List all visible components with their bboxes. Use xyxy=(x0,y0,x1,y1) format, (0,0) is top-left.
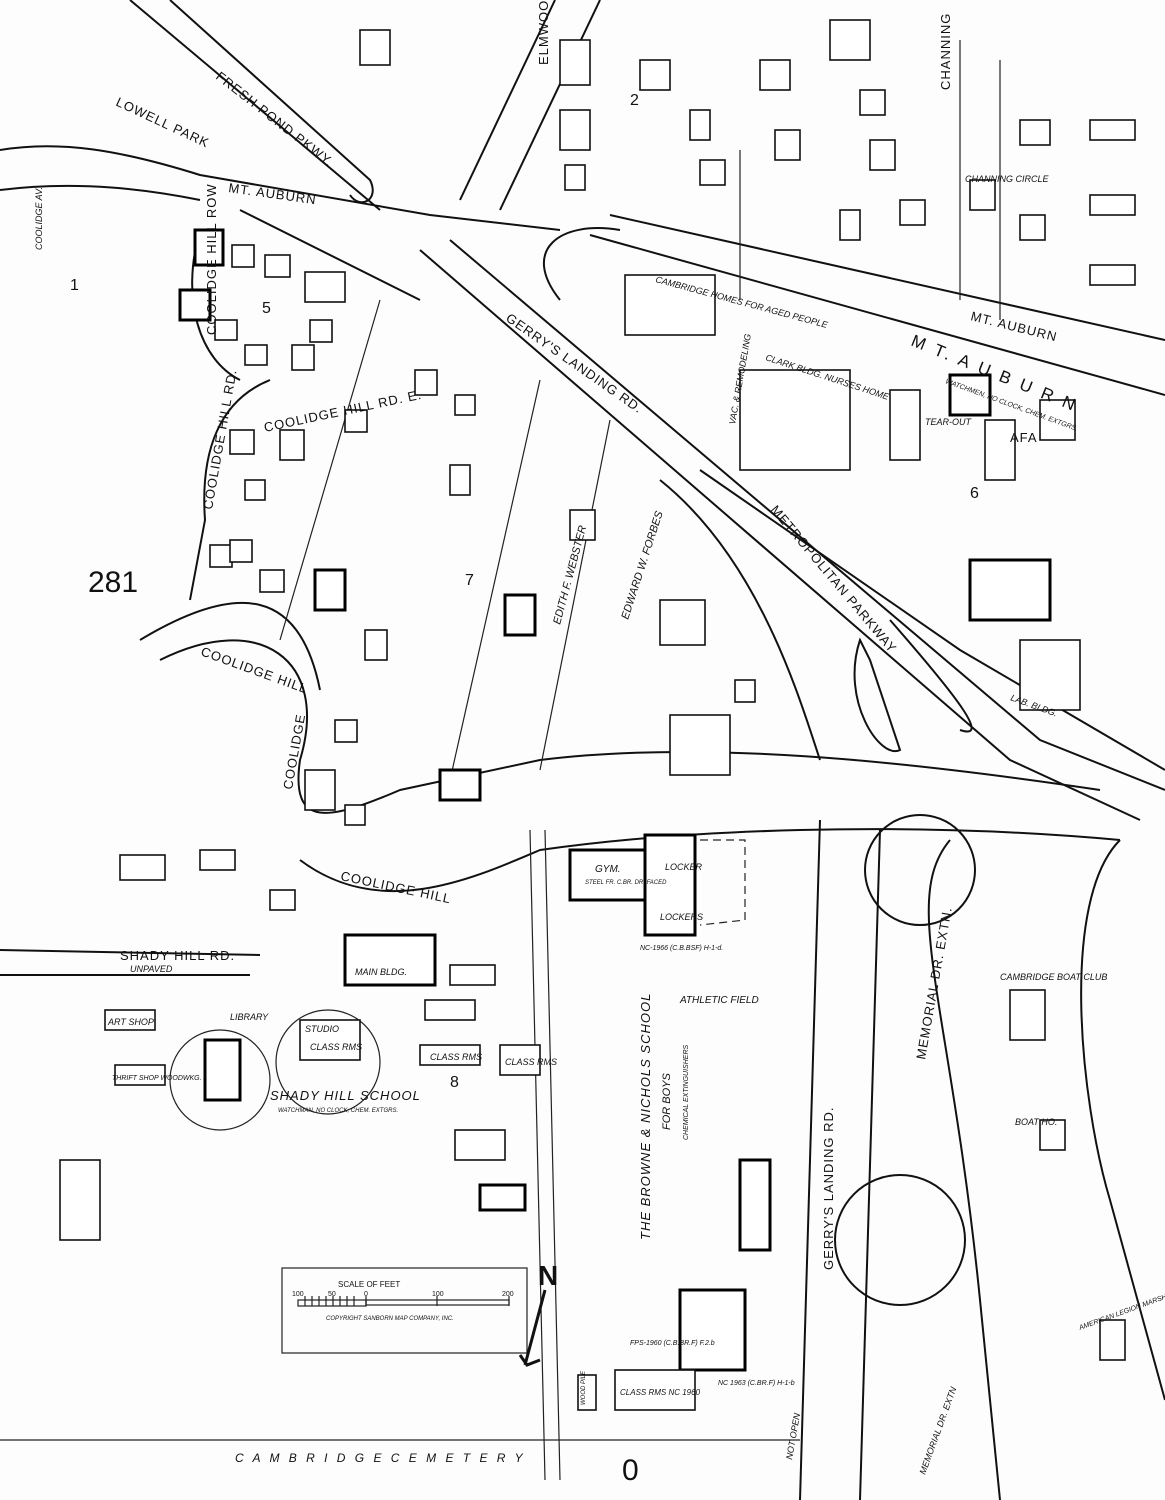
label-athletic: ATHLETIC FIELD xyxy=(679,995,759,1006)
label-gym-note: STEEL FR. C.BR. DR. FACED xyxy=(585,880,667,886)
label-mt-auburn-w: MT. AUBURN xyxy=(228,180,318,207)
label-browne-nichols: THE BROWNE & NICHOLS SCHOOL xyxy=(638,993,653,1240)
copyright: COPYRIGHT SANBORN MAP COMPANY, INC. xyxy=(326,1316,454,1322)
block-number: 8 xyxy=(450,1074,459,1091)
block-number: 6 xyxy=(970,485,979,502)
label-forbes: EDWARD W. FORBES xyxy=(619,509,666,621)
block-number: 0 xyxy=(622,1454,639,1487)
label-art-shop: ART SHOP xyxy=(107,1017,154,1027)
label-boat-club: CAMBRIDGE BOAT CLUB xyxy=(1000,972,1107,982)
label-elmwood: ELMWOOD xyxy=(536,0,551,65)
label-tearout: TEAR-OUT xyxy=(925,417,973,427)
label-studio: STUDIO xyxy=(305,1024,339,1034)
sheet-number: 281 xyxy=(88,566,138,599)
scale-tick: 0 xyxy=(364,1291,368,1298)
label-library: LIBRARY xyxy=(230,1012,269,1022)
scale-title: SCALE OF FEET xyxy=(338,1280,400,1289)
label-boat-ho: BOAT HO. xyxy=(1015,1117,1057,1127)
scale-tick: 100 xyxy=(432,1291,444,1298)
label-shady-hill-school: SHADY HILL SCHOOL xyxy=(270,1088,421,1103)
label-gerrys-landing-s: GERRY'S LANDING RD. xyxy=(821,1106,836,1270)
label-channing-circle: CHANNING CIRCLE xyxy=(965,174,1050,184)
label-cemetery: C A M B R I D G E C E M E T E R Y xyxy=(235,1451,526,1465)
label-shady-hill-rd: SHADY HILL RD. xyxy=(120,948,235,963)
label-afa: AFA xyxy=(1010,430,1038,445)
scale-tick: 50 xyxy=(328,1291,336,1298)
label-class-rms-nc: CLASS RMS NC 1960 xyxy=(620,1388,701,1397)
block-numbers: 2 5 6 7 8 1 0 281 xyxy=(70,92,979,1487)
scale-tick: 100 xyxy=(292,1291,304,1298)
label-coolidge: COOLIDGE xyxy=(280,712,308,790)
svg-text:N: N xyxy=(538,1260,558,1291)
label-nc1963: NC 1963 (C.BR.F) H-1-b xyxy=(718,1380,795,1387)
label-unpaved: UNPAVED xyxy=(130,964,173,974)
label-fresh-pond: FRESH POND PKWY. xyxy=(213,69,337,170)
label-memorial-dr-s: MEMORIAL DR. EXTN xyxy=(917,1385,958,1476)
label-metropolitan: METROPOLITAN PARKWAY xyxy=(768,502,900,656)
label-class-rms-3: CLASS RMS xyxy=(505,1057,557,1067)
label-coolidge-av: COOLIDGE AV. xyxy=(34,187,44,250)
label-main-bldg: MAIN BLDG. xyxy=(355,967,407,977)
label-coolidge-hill-row: COOLIDGE HILL ROW xyxy=(204,183,219,335)
block-number: 2 xyxy=(630,92,639,109)
label-not-open: NOT OPEN xyxy=(784,1412,802,1461)
label-locker: LOCKER xyxy=(665,862,703,872)
label-class-rms-2: CLASS RMS xyxy=(430,1052,482,1062)
label-class-rms: CLASS RMS xyxy=(310,1042,362,1052)
north-arrow-icon: N xyxy=(518,1260,558,1367)
label-channing: CHANNING xyxy=(938,13,953,90)
label-memorial-dr: MEMORIAL DR. EXTN. xyxy=(913,906,955,1061)
label-lowell-park: LOWELL PARK xyxy=(114,94,212,150)
buildings xyxy=(59,19,1136,1411)
block-number: 5 xyxy=(262,300,271,317)
label-for-boys: FOR BOYS xyxy=(661,1072,673,1130)
label-fps: FPS-1960 (C.B.BR.F) F.2.b xyxy=(630,1340,715,1347)
block-number: 1 xyxy=(70,277,79,294)
label-thrift-shop: THRIFT SHOP WOODWKG. xyxy=(112,1075,202,1082)
label-shady-note: WATCHMAN, NO CLOCK, CHEM. EXTGRS. xyxy=(278,1108,398,1114)
scale-tick: 200 xyxy=(502,1291,514,1298)
scale-bar: SCALE OF FEET 100 50 0 100 200 COPYRIGHT… xyxy=(281,1267,528,1354)
label-chem-ext: CHEMICAL EXTINGUISHERS xyxy=(683,1045,690,1140)
label-nc1966: NC-1966 (C.B.BSF) H-1-d. xyxy=(640,945,723,952)
label-gym: GYM. xyxy=(595,864,621,875)
block-number: 7 xyxy=(465,572,474,589)
label-wood-pile: WOOD PILE xyxy=(581,1370,587,1405)
label-lockers: LOCKERS xyxy=(660,912,703,922)
